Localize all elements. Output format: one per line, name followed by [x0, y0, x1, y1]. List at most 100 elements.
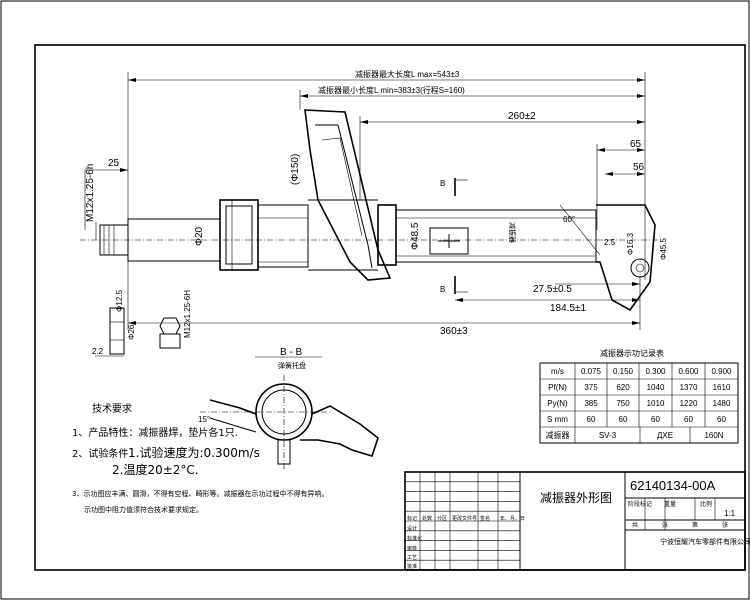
table-cell: m/s [551, 367, 564, 376]
section-marks: B B [440, 178, 468, 294]
dia-20-label: Φ20 [194, 226, 205, 246]
overall-dimensions: 减振器最大长度L max=543±3 减振器最小长度L min=383±3(行程… [84, 69, 646, 280]
dia-48-label: Φ48.5 [410, 222, 421, 250]
scale-value: 1:1 [724, 509, 736, 518]
tb-row-label: 设计 [407, 525, 417, 532]
thread-label: M12x1.25-6h [85, 164, 96, 222]
dia-150-label: (Φ150) [290, 154, 301, 185]
tb-row-label: 批准 [407, 563, 417, 570]
company-name: 宁波恒耀汽车零部件有限公司 [660, 537, 750, 546]
tb-header-label: 分区 [437, 515, 447, 522]
table-cell: Pf(N) [548, 383, 567, 392]
note-1: 1、产品特性：减振器焊，垫片各1只. [72, 426, 238, 439]
tb-sheet-label: 第 [692, 521, 698, 529]
tb-header-label: 更改文件号 [452, 515, 477, 522]
dim-25b-label: 2.5 [604, 238, 616, 247]
table-cell: 60 [587, 415, 596, 424]
dia-455-label: Φ45.5 [659, 237, 668, 260]
drawing-frame [34, 44, 746, 571]
table-cell: 375 [584, 383, 598, 392]
note-2-prefix: 2、试验条件 [72, 447, 128, 460]
note-2a: 1.试验速度为:0.300m/s [128, 445, 260, 460]
section-bb-view: B - B 弹簧托盘 15° [198, 347, 379, 470]
dia-163-label: Φ16.3 [626, 232, 635, 255]
tb-header-label: 处数 [422, 515, 432, 522]
dim-260-label: 260±2 [508, 111, 536, 122]
table-cell: 385 [584, 399, 598, 408]
detail-12-label: Φ12.5 [115, 289, 124, 312]
angle-60-label: 60° [563, 215, 575, 224]
drawing-name: 减振器外形图 [540, 491, 612, 505]
table-cell: 1610 [713, 383, 731, 392]
note-3b: 示功图中阻力值须符合技术要求规定。 [84, 505, 203, 514]
section-mark-top: B [440, 179, 445, 188]
section-mark-bottom: B [440, 285, 445, 294]
damper-body: Φ48.5 减振器 [377, 204, 597, 266]
table-cell: 60 [651, 415, 660, 424]
table-cell: Py(N) [547, 399, 568, 408]
detail-26-label: Φ26 [127, 324, 136, 340]
table-cell: 750 [616, 399, 630, 408]
dim-275-label: 27.5±0.5 [533, 284, 572, 295]
detail-22-label: 2.2 [92, 347, 104, 356]
technical-notes: 技术要求 1、产品特性：减振器焊，垫片各1只. 2、试验条件 1.试验速度为:0… [72, 402, 328, 514]
table-cell: 60 [684, 415, 693, 424]
notes-heading: 技术要求 [92, 402, 132, 415]
angle-15-label: 15° [198, 415, 210, 424]
note-2b: 2.温度20±2°C. [112, 462, 199, 477]
table-cell: ДХЕ [657, 431, 673, 440]
section-bb-sub: 弹簧托盘 [278, 361, 306, 370]
tb-sheet-label: 张 [722, 521, 728, 529]
table-cell: 1220 [680, 399, 698, 408]
dim-25-label: 25 [108, 158, 120, 169]
tb-row-label: 标准化 [407, 535, 422, 542]
table-cell: 0.075 [581, 367, 602, 376]
lower-dimensions: 27.5±0.5 184.5±1 360±3 [127, 260, 641, 337]
nut-detail: Φ12.5 Φ26 2.2 M12x1.25-6H [92, 289, 192, 357]
drawing-code: 62140134-00A [630, 478, 716, 493]
dim-360-label: 360±3 [440, 326, 468, 337]
tb-header-label: 签名 [480, 515, 490, 522]
max-length-label: 减振器最大长度L max=543±3 [355, 69, 460, 79]
tb-header-label: 年、月、日 [500, 515, 525, 522]
dust-cover: (Φ150) [219, 154, 309, 271]
tb-sheet-label: 共 [632, 521, 638, 529]
tb-header-label: 标记 [407, 515, 417, 522]
dim-1845-label: 184.5±1 [550, 303, 587, 314]
body-text: 减振器 [508, 222, 517, 243]
dim-56-label: 56 [633, 162, 645, 173]
table-cell: 1010 [647, 399, 665, 408]
table-cell: 1370 [680, 383, 698, 392]
table-cell: SV-3 [599, 431, 617, 440]
tb-stage-label: 重量 [664, 500, 676, 508]
detail-thread-label: M12x1.25-6H [183, 290, 192, 338]
table-cell: 1040 [647, 383, 665, 392]
tb-row-label: 审核 [407, 545, 417, 552]
table-cell: 0.150 [613, 367, 634, 376]
table-cell: 0.900 [711, 367, 732, 376]
spring-seat [304, 109, 392, 281]
tb-stage-label: 比例 [700, 500, 712, 508]
title-block: 标记处数分区更改文件号签名 年、月、日设计标准化审核工艺批准 阶段标记 重量 比例共 张 第… [404, 471, 750, 571]
min-length-label: 减振器最小长度L min=383±3(行程S=160) [318, 85, 465, 95]
table-cell: 减振器 [546, 430, 570, 440]
tb-stage-label: 阶段标记 [628, 500, 652, 508]
table-title: 减振器示功记录表 [600, 348, 664, 358]
table-cell: 60 [717, 415, 726, 424]
note-3: 3、示功图应丰满、圆滑，不得有空程、畸形等。减振器在示功过程中不得有异响。 [72, 489, 328, 498]
dim-65-label: 65 [630, 139, 642, 150]
table-cell: 1480 [713, 399, 731, 408]
test-table: 减振器示功记录表 m/s 0.075 0.150 0.300 0.600 0.900Pf(… [539, 348, 739, 444]
table-cell: 160N [704, 431, 723, 440]
section-bb-title: B - B [280, 347, 303, 358]
table-cell: 620 [616, 383, 630, 392]
table-cell: S mm [547, 415, 568, 424]
table-cell: 60 [619, 415, 628, 424]
table-cell: 0.300 [645, 367, 666, 376]
tb-sheet-label: 张 [662, 521, 668, 529]
tb-row-label: 工艺 [407, 555, 417, 561]
knuckle-bracket: 60° 2.5 Φ16.3 Φ45.5 [559, 204, 668, 312]
table-cell: 0.600 [678, 367, 699, 376]
